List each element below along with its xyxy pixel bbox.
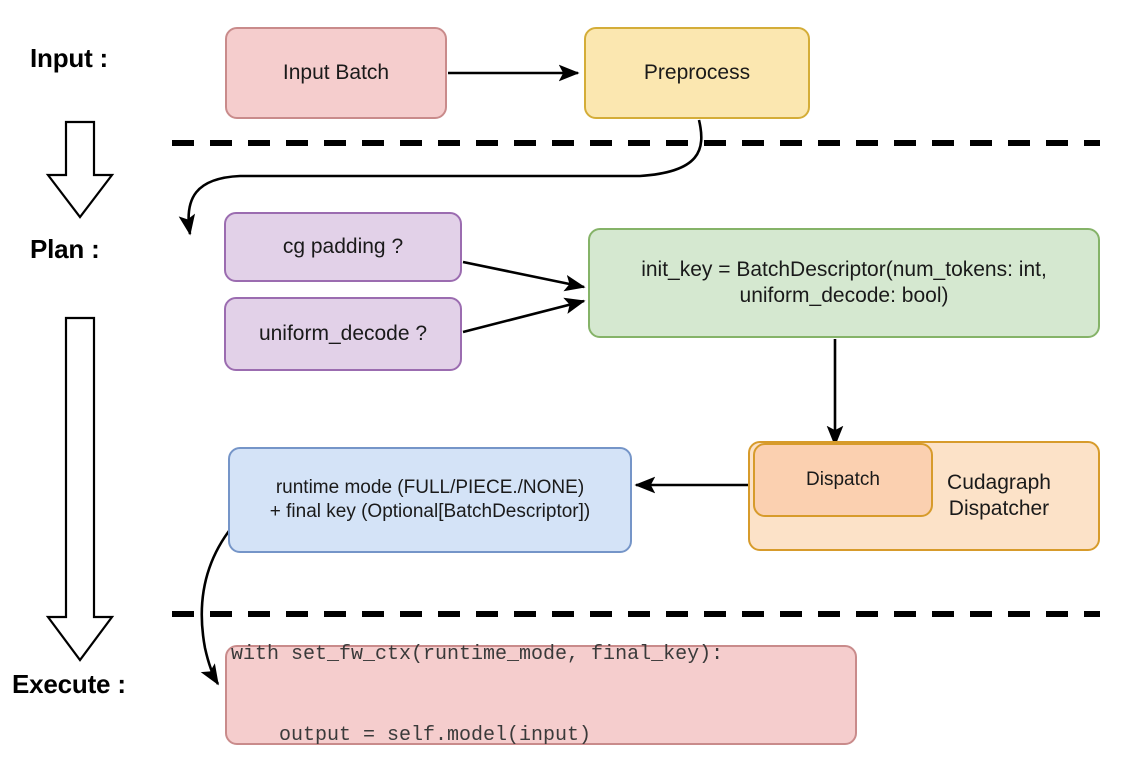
node-runtime-mode-line-1: runtime mode (FULL/PIECE./NONE): [275, 477, 585, 499]
node-cg-padding-label: cg padding ?: [282, 234, 404, 258]
node-uniform-decode-label: uniform_decode ?: [258, 321, 428, 345]
node-runtime-mode[interactable]: runtime mode (FULL/PIECE./NONE) + final …: [228, 447, 632, 553]
node-preprocess-label: Preprocess: [643, 60, 751, 84]
node-input-batch[interactable]: Input Batch: [225, 27, 447, 119]
node-dispatch[interactable]: Dispatch: [753, 443, 933, 517]
node-runtime-mode-line-2: + final key (Optional[BatchDescriptor]): [269, 501, 591, 522]
edge-uniform-decode-to-init-key: [462, 297, 586, 334]
node-cg-padding[interactable]: cg padding ?: [224, 212, 462, 282]
node-dispatch-label: Dispatch: [806, 469, 880, 491]
node-cudagraph-dispatcher-line-2: Dispatcher: [948, 497, 1050, 520]
node-input-batch-label: Input Batch: [282, 60, 390, 84]
node-execute-code[interactable]: with set_fw_ctx(runtime_mode, final_key)…: [225, 643, 857, 747]
node-init-key[interactable]: init_key = BatchDescriptor(num_tokens: i…: [588, 228, 1100, 338]
stage-label-execute: Execute :: [12, 669, 126, 699]
stage-label-input: Input :: [30, 43, 109, 73]
node-cudagraph-dispatcher-line-1: Cudagraph: [947, 470, 1051, 494]
code-line-1: with set_fw_ctx(runtime_mode, final_key)…: [231, 643, 724, 666]
stage-label-plan: Plan :: [30, 234, 100, 264]
code-line-2: output = self.model(input): [231, 724, 592, 747]
stage-arrow-input-to-plan: [45, 120, 115, 219]
node-init-key-line-1: init_key = BatchDescriptor(num_tokens: i…: [641, 257, 1047, 281]
stage-arrow-plan-to-execute: [45, 316, 115, 662]
node-uniform-decode[interactable]: uniform_decode ?: [224, 297, 462, 371]
edge-cg-padding-to-init-key: [462, 260, 586, 292]
node-init-key-line-2: uniform_decode: bool): [739, 284, 949, 307]
node-preprocess[interactable]: Preprocess: [584, 27, 810, 119]
